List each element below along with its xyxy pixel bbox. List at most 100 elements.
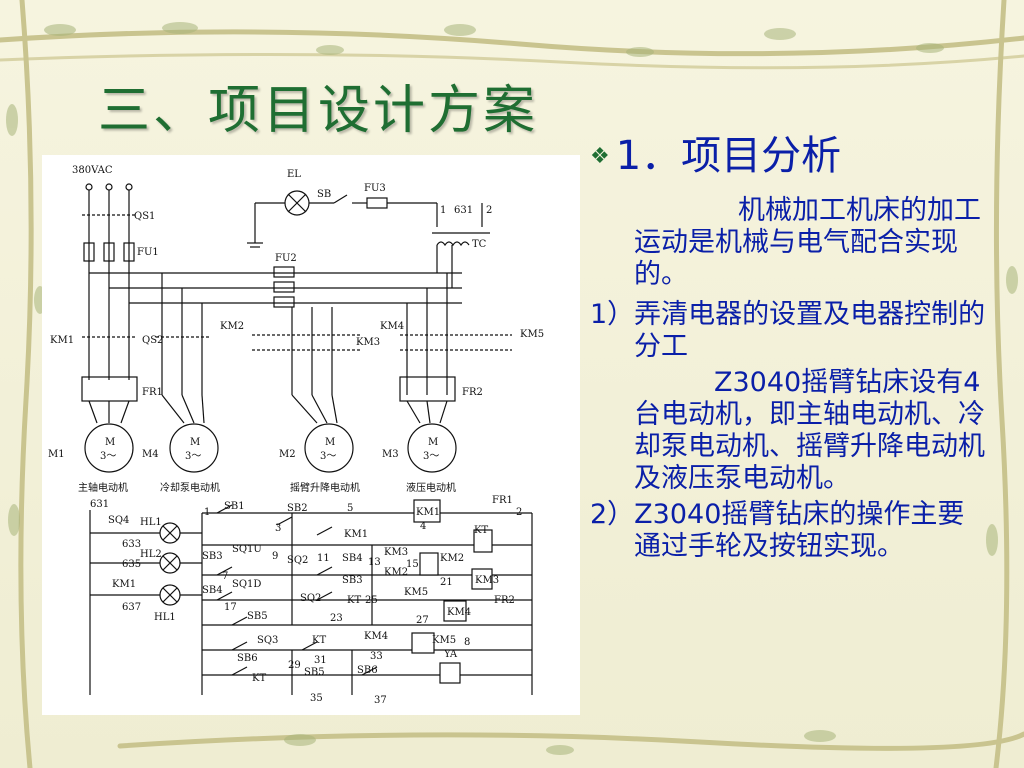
label-c-31: 31 [314,655,327,666]
label-c-km1: KM1 [112,579,136,590]
label-c-km2a: KM2 [384,567,408,578]
label-c-km3coil: KM3 [475,575,499,586]
label-c-633: 633 [122,539,141,550]
label-c-21: 21 [440,577,453,588]
label-supply: 380VAC [72,165,113,176]
label-c-23: 23 [330,613,343,624]
label-c-sb5b: SB5 [304,667,325,678]
label-c-27: 27 [416,615,429,626]
label-c-sq4: SQ4 [108,515,129,526]
label-c-sb4: SB4 [342,553,363,564]
section-heading: ❖1．项目分析 [590,128,1010,185]
label-c-sq2b: SQ2 [300,593,321,604]
label-c-sq2: SQ2 [287,555,308,566]
label-km5: KM5 [520,329,544,340]
motor-m2-phase: 3～ [320,451,336,462]
label-c-sq1d: SQ1D [232,579,261,590]
label-c-631: 631 [90,499,109,510]
label-c-9: 9 [272,551,278,562]
diamond-bullet-icon: ❖ [590,144,610,169]
label-c-13: 13 [368,557,381,568]
label-c-25: 25 [365,595,378,606]
label-c-3: 3 [275,523,281,534]
label-c-km2coil: KM2 [440,553,464,564]
label-qs1: QS1 [134,211,155,222]
label-km1: KM1 [50,335,74,346]
label-c-km5coil: KM5 [432,635,456,646]
paragraph-motors: Z3040摇臂钻床设有4台电动机，即主轴电动机、冷却泵电动机、摇臂升降电动机及液… [634,367,985,494]
label-c-kt2: KT [347,595,361,606]
motor-m3-symbol: M [428,437,438,448]
label-c-km3a: KM3 [384,547,408,558]
motor-m4-symbol: M [190,437,200,448]
label-c-hl1b: HL1 [154,612,176,623]
label-c-sb1: SB1 [224,501,245,512]
label-tap631: 631 [454,205,473,216]
label-c-hl2: HL2 [140,549,162,560]
label-c-11: 11 [317,553,330,564]
label-sb: SB [317,189,331,200]
motor-name-spindle: 主轴电动机 [78,481,128,494]
label-tap2: 2 [486,205,492,216]
label-km2: KM2 [220,321,244,332]
label-c-637: 637 [122,602,141,613]
label-c-fr1: FR1 [492,495,513,506]
label-fr1: FR1 [142,387,163,398]
motor-m3-phase: 3～ [423,451,439,462]
label-c-km1: KM1 [344,529,368,540]
label-c-sq3: SQ3 [257,635,278,646]
label-fr2: FR2 [462,387,483,398]
label-c-sb6b: SB6 [357,665,378,676]
label-c-sq1u: SQ1U [232,544,262,555]
label-c-km1coil: KM1 [416,507,440,518]
paragraph-point-1: 1）弄清电器的设置及电器控制的分工 [590,299,986,362]
label-tc: TC [472,239,487,250]
label-c-sb3b: SB3 [342,575,363,586]
motor-name-arm-lift: 摇臂升降电动机 [290,481,360,494]
analysis-text: ❖1．项目分析 机械加工机床的加工运动是机械与电气配合实现的。 1）弄清电器的设… [590,128,1010,563]
motor-m1-phase: 3～ [100,451,116,462]
label-c-35: 35 [310,693,323,704]
label-c-ya: YA [443,649,458,660]
label-c-37: 37 [374,695,387,706]
label-m4: M4 [142,449,159,460]
paragraph-intro: 机械加工机床的加工运动是机械与电气配合实现的。 [634,195,981,290]
label-c-fr2: FR2 [494,595,515,606]
label-c-17: 17 [224,602,237,613]
label-c-hl1: HL1 [140,517,162,528]
label-c-sb6: SB6 [237,653,258,664]
label-c-sb4b: SB4 [202,585,223,596]
label-m2: M2 [279,449,296,460]
motor-m1-symbol: M [105,437,115,448]
label-c-kt: KT [474,525,488,536]
label-km3: KM3 [356,337,380,348]
label-c-8: 8 [464,637,470,648]
label-c-sb3: SB3 [202,551,223,562]
label-c-sb2: SB2 [287,503,308,514]
label-c-33: 33 [370,651,383,662]
label-m3: M3 [382,449,399,460]
label-c-5: 5 [347,503,353,514]
label-qs2: QS2 [142,335,163,346]
label-el: EL [287,169,301,180]
label-c-kt4: KT [252,673,266,684]
label-c-29: 29 [288,660,301,671]
label-c-1: 1 [204,507,210,518]
label-c-15: 15 [406,559,419,570]
motor-name-coolant: 冷却泵电动机 [160,481,220,494]
section-heading-text: 1．项目分析 [615,133,842,179]
label-fu3: FU3 [364,183,386,194]
label-c-km5a: KM5 [404,587,428,598]
label-c-635: 635 [122,559,141,570]
label-tap1: 1 [440,205,446,216]
paragraph-point-2: 2）Z3040摇臂钻床的操作主要通过手轮及按钮实现。 [590,499,965,562]
label-m1: M1 [48,449,65,460]
label-fu1: FU1 [137,247,159,258]
label-fu2: FU2 [275,253,297,264]
label-c-sb5: SB5 [247,611,268,622]
motor-m2-symbol: M [325,437,335,448]
circuit-schematic: 380VAC QS1 FU1 EL SB FU3 FU2 1 631 2 TC … [48,165,544,706]
label-c-2: 2 [516,507,522,518]
